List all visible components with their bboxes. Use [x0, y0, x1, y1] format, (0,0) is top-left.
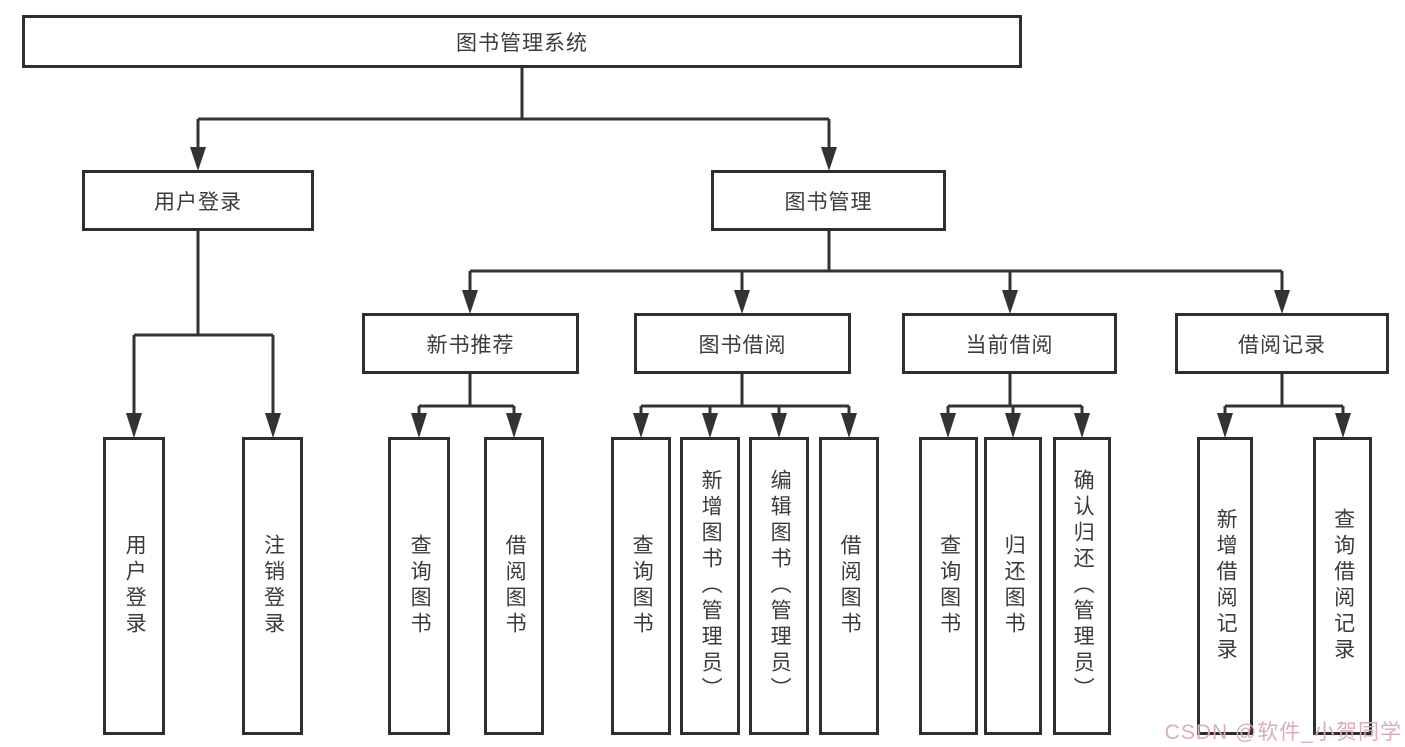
node-label: 新增图书（管理员）	[699, 469, 723, 703]
node-book-management: 图书管理	[711, 170, 946, 231]
node-label: 借阅记录	[1238, 333, 1326, 357]
node-label: 确认归还（管理员）	[1071, 469, 1095, 703]
node-label: 图书管理系统	[456, 31, 588, 55]
node-label: 借阅图书	[503, 534, 527, 638]
node-label: 图书管理	[784, 190, 873, 214]
node-book-borrowing: 图书借阅	[634, 313, 851, 374]
node-label: 归还图书	[1002, 534, 1026, 638]
node-label: 图书借阅	[698, 333, 787, 357]
leaf-borrow-books: 借阅图书	[819, 437, 879, 735]
node-label: 查询借阅记录	[1331, 508, 1355, 664]
leaf-query-borrow-record: 查询借阅记录	[1313, 437, 1372, 735]
leaf-user-login: 用户登录	[103, 437, 165, 735]
csdn-watermark: CSDN @软件_小贺同学	[1164, 721, 1402, 744]
node-label: 编辑图书（管理员）	[768, 469, 792, 703]
node-label: 当前借阅	[965, 333, 1054, 357]
leaf-query-books-borrow: 查询图书	[611, 437, 671, 735]
node-borrowing-records: 借阅记录	[1175, 313, 1389, 374]
leaf-logout: 注销登录	[242, 437, 303, 735]
node-label: 新书推荐	[426, 333, 515, 357]
leaf-query-books-recommend: 查询图书	[388, 437, 450, 735]
leaf-borrow-books-recommend: 借阅图书	[484, 437, 544, 735]
node-label: 用户登录	[123, 534, 147, 638]
node-label: 用户登录	[154, 190, 242, 214]
node-new-book-recommendation: 新书推荐	[362, 313, 579, 374]
node-label: 借阅图书	[838, 534, 862, 638]
node-current-borrowing: 当前借阅	[902, 313, 1117, 374]
leaf-edit-books-admin: 编辑图书（管理员）	[749, 437, 809, 735]
node-label: 查询图书	[937, 534, 961, 638]
node-user-login: 用户登录	[82, 170, 314, 231]
node-label: 注销登录	[261, 534, 285, 638]
node-label: 新增借阅记录	[1214, 508, 1238, 664]
node-label: 查询图书	[408, 534, 432, 638]
leaf-add-books-admin: 新增图书（管理员）	[680, 437, 740, 735]
leaf-query-books-current: 查询图书	[919, 437, 978, 735]
leaf-return-books: 归还图书	[984, 437, 1042, 735]
node-label: 查询图书	[630, 534, 654, 638]
leaf-confirm-return-admin: 确认归还（管理员）	[1053, 437, 1111, 735]
node-root-library-system: 图书管理系统	[22, 15, 1022, 68]
leaf-add-borrow-record: 新增借阅记录	[1197, 437, 1253, 735]
